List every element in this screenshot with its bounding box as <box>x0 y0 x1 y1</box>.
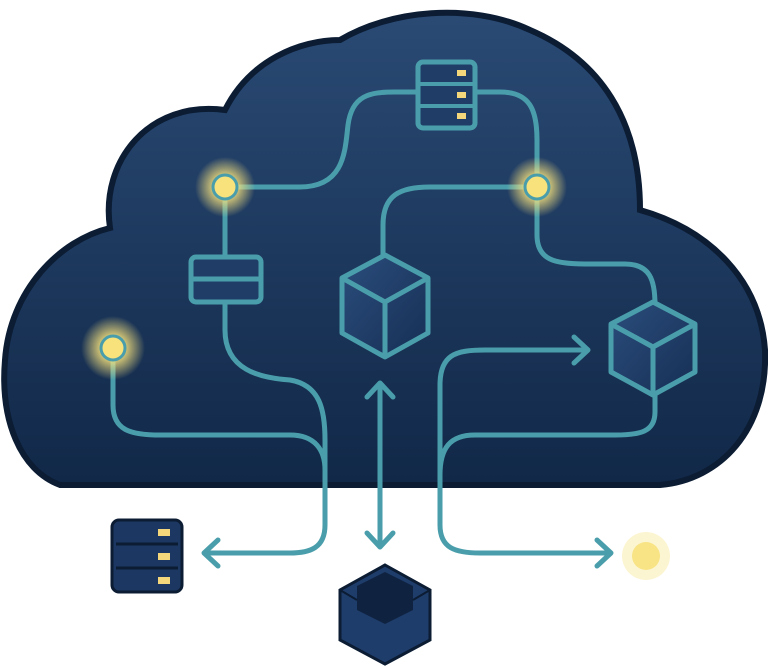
connector-line <box>222 89 421 190</box>
connector-line <box>202 299 328 556</box>
arrow-icon <box>364 380 396 400</box>
cube-icon <box>338 563 432 666</box>
node-icon <box>195 157 255 217</box>
arrow-icon <box>571 334 591 366</box>
connector-line <box>380 184 540 261</box>
cube-icon <box>339 252 431 360</box>
node-icon <box>81 316 145 380</box>
connector-lines <box>110 89 658 569</box>
connector-line <box>437 387 658 556</box>
arrow-icon <box>364 530 396 550</box>
node-icon <box>622 532 670 580</box>
cube-icon <box>608 299 698 398</box>
arrow-icon <box>201 537 221 569</box>
connector-line <box>472 89 540 190</box>
server-icon <box>415 59 478 131</box>
connector-icon <box>188 254 264 305</box>
arrow-icon <box>594 537 614 569</box>
connector-line <box>437 347 588 483</box>
connector-line <box>110 345 328 473</box>
node-icon <box>507 157 567 217</box>
server-icon <box>110 518 184 594</box>
connector-line <box>534 184 658 308</box>
